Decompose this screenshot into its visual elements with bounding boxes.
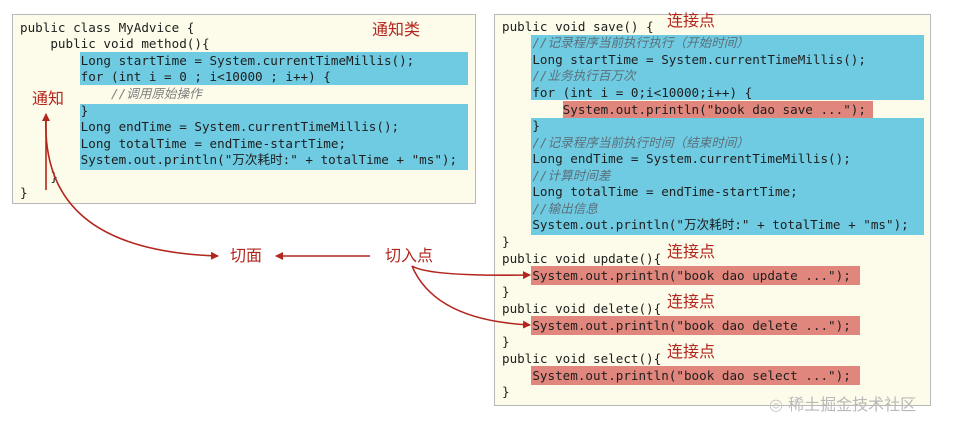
select-body-highlight bbox=[531, 366, 860, 385]
watermark: ◎ 稀土掘金技术社区 bbox=[769, 391, 916, 415]
pointcut-label: 切入点 bbox=[385, 246, 434, 265]
pointcut-to-update-arrow bbox=[411, 265, 531, 280]
left-code-line-6: } bbox=[20, 103, 89, 118]
right-code-line-10: //计算时间差 bbox=[502, 168, 611, 183]
right-code-line-11: Long totalTime = endTime-startTime; bbox=[502, 184, 798, 199]
right-code-line-16: System.out.println("book dao update ..."… bbox=[502, 268, 851, 283]
advice-class-label: 通知类 bbox=[372, 20, 421, 39]
right-code-line-20: } bbox=[502, 334, 510, 349]
right-code-line-19: System.out.println("book dao delete ..."… bbox=[502, 318, 851, 333]
left-code-line-7: Long endTime = System.currentTimeMillis(… bbox=[20, 119, 400, 134]
right-code-line-1: public void save() { bbox=[502, 19, 654, 34]
before-advice-highlight bbox=[80, 52, 468, 85]
right-code-line-15: public void update(){ bbox=[502, 251, 662, 266]
right-code-line-12: //输出信息 bbox=[502, 201, 598, 216]
right-code-line-21: public void select(){ bbox=[502, 351, 662, 366]
right-code-line-14: } bbox=[502, 234, 510, 249]
juejin-logo-icon: ◎ bbox=[769, 395, 783, 414]
left-code-line-4: for (int i = 0 ; i<10000 ; i++) { bbox=[20, 69, 331, 84]
right-code-line-8: //记录程序当前执行时间（结束时间） bbox=[502, 135, 749, 150]
right-code-line-9: Long endTime = System.currentTimeMillis(… bbox=[502, 151, 851, 166]
save-body-highlight bbox=[563, 101, 873, 118]
right-code-line-22: System.out.println("book dao select ..."… bbox=[502, 368, 851, 383]
join-point-label-update: 连接点 bbox=[667, 242, 716, 261]
left-code-line-9: System.out.println("万次耗时:" + totalTime +… bbox=[20, 152, 458, 167]
join-points-panel: public void save() { //记录程序当前执行执行（开始时间） … bbox=[494, 14, 931, 406]
right-code-line-23: } bbox=[502, 384, 510, 399]
right-code-line-3: Long startTime = System.currentTimeMilli… bbox=[502, 52, 866, 67]
left-code-line-11: } bbox=[20, 185, 28, 200]
aspect-label: 切面 bbox=[230, 246, 263, 265]
left-code-line-2: public void method(){ bbox=[20, 36, 210, 51]
left-code-line-1: public class MyAdvice { bbox=[20, 20, 195, 35]
right-code-line-13: System.out.println("万次耗时:" + totalTime +… bbox=[502, 217, 909, 232]
right-code-line-17: } bbox=[502, 284, 510, 299]
advice-to-aspect-arrow bbox=[45, 115, 219, 260]
watermark-text: 稀土掘金技术社区 bbox=[788, 395, 917, 414]
left-code-line-8: Long totalTime = endTime-startTime; bbox=[20, 136, 347, 151]
left-code-line-3: Long startTime = System.currentTimeMilli… bbox=[20, 53, 415, 68]
join-point-label-select: 连接点 bbox=[667, 342, 716, 361]
update-body-highlight bbox=[531, 266, 860, 285]
left-code-line-5: //调用原始操作 bbox=[20, 86, 202, 101]
join-point-label-save: 连接点 bbox=[667, 11, 716, 30]
right-code-line-5: for (int i = 0;i<10000;i++) { bbox=[502, 85, 753, 100]
save-before-highlight bbox=[531, 35, 924, 100]
right-code-line-4: //业务执行百万次 bbox=[502, 68, 636, 83]
save-after-highlight bbox=[531, 118, 924, 235]
after-advice-highlight bbox=[80, 104, 468, 170]
right-code-line-7: } bbox=[502, 118, 540, 133]
join-point-label-delete: 连接点 bbox=[667, 292, 716, 311]
advice-class-panel: public class MyAdvice { public void meth… bbox=[12, 14, 476, 204]
right-code-line-2: //记录程序当前执行执行（开始时间） bbox=[502, 35, 749, 50]
delete-body-highlight bbox=[531, 316, 860, 335]
right-code-line-18: public void delete(){ bbox=[502, 301, 662, 316]
advice-label: 通知 bbox=[32, 89, 65, 108]
right-code-line-6: System.out.println("book dao save ..."); bbox=[502, 102, 866, 117]
pointcut-to-delete-arrow bbox=[411, 265, 531, 329]
